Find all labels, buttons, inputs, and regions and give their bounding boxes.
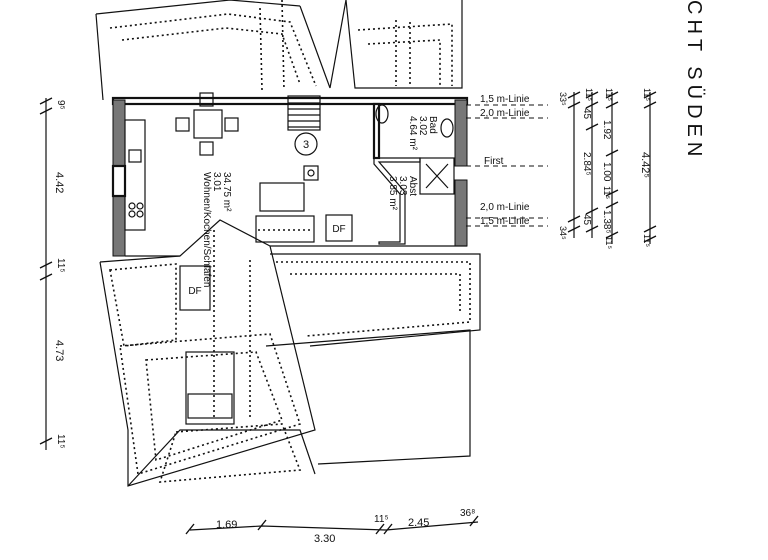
dim-rc-6: 11⁵	[604, 236, 614, 249]
room-area: 34.75 m²	[221, 172, 232, 212]
dim-rd-2: 4.42⁵	[639, 152, 651, 178]
first-label: First	[484, 156, 504, 167]
skylight-label-2: DF	[188, 286, 201, 297]
roof-bottom: DF	[99, 219, 481, 487]
svg-text:34.75 m²: 34.75 m²	[221, 172, 232, 212]
svg-text:Abst: Abst	[407, 176, 418, 196]
room-living: Wohnen/Kochen/Schlafen 3.01 34.75 m²	[201, 172, 232, 287]
dim-left-1: 9⁵	[55, 100, 66, 110]
room-storage: Abst 3.03 3.85 m²	[387, 176, 418, 211]
line-20-bottom: 2,0 m-Linie	[480, 202, 530, 213]
height-lines: 1,5 m-Linie 2,0 m-Linie First 2,0 m-Lini…	[466, 94, 548, 227]
dim-rb-1: 11⁵	[584, 88, 594, 101]
dim-bottom-4: 2.45	[408, 517, 429, 529]
dims-right-b: 11⁵ 45 2.84⁵ 45	[581, 88, 599, 238]
roof-top	[95, 0, 463, 101]
dim-ra-2: 34⁵	[558, 226, 568, 240]
skylight-label-1: DF	[332, 224, 345, 235]
dim-bottom-3: 11⁵	[374, 514, 389, 525]
dim-rd-1: 11⁵	[642, 88, 652, 101]
dim-left-5: 11⁵	[55, 434, 66, 449]
dim-bottom-5: 36⁸	[460, 508, 475, 519]
dim-rc-3: 1.00	[601, 162, 612, 182]
svg-text:3.03: 3.03	[397, 176, 408, 196]
dim-bottom-2: 3.30	[314, 533, 335, 545]
page-title: CHT SÜDEN	[683, 0, 705, 161]
line-15-top: 1,5 m-Linie	[480, 94, 530, 105]
svg-text:Wohnen/Kochen/Schlafen: Wohnen/Kochen/Schlafen	[201, 172, 212, 287]
dims-right-a: 33⁵ 34⁵	[558, 91, 581, 240]
svg-text:4.64 m²: 4.64 m²	[407, 116, 418, 151]
dim-bottom-1: 1.69	[216, 519, 237, 531]
dim-left-4: 4.73	[53, 340, 65, 361]
dims-right-c: 11⁵ 1.92 1.00 11⁵ 1.38⁵ 11⁵	[601, 88, 619, 249]
room-dim: 3.02	[417, 116, 428, 136]
living-furniture: DF	[255, 165, 353, 243]
dim-left-2: 4.42	[53, 172, 65, 193]
dining-table	[175, 92, 239, 156]
room-name: Abst	[407, 176, 418, 196]
dim-rb-2: 45	[581, 108, 592, 120]
room-name: Bad	[427, 116, 438, 134]
room-bath: Bad 3.02 4.64 m²	[407, 116, 438, 151]
line-20-top: 2,0 m-Linie	[480, 108, 530, 119]
dim-rb-4: 45	[581, 214, 592, 226]
svg-text:Bad: Bad	[427, 116, 438, 134]
interior-walls	[372, 102, 455, 245]
room-area: 4.64 m²	[407, 116, 418, 151]
dim-left-3: 11⁵	[55, 258, 66, 273]
svg-text:3.85 m²: 3.85 m²	[387, 176, 398, 211]
staircase: 3	[287, 95, 321, 156]
kitchen-counter	[124, 119, 146, 231]
outer-walls	[111, 96, 469, 257]
dim-rc-5: 1.38⁵	[601, 210, 612, 234]
room-dim: 3.01	[211, 172, 222, 192]
dim-ra-1: 33⁵	[558, 92, 568, 106]
stair-number: 3	[303, 139, 309, 151]
room-dim: 3.03	[397, 176, 408, 196]
line-15-bottom: 1,5 m-Linie	[480, 216, 530, 227]
room-area: 3.85 m²	[387, 176, 398, 211]
dim-rc-1: 11⁵	[604, 88, 614, 101]
dim-rc-2: 1.92	[601, 120, 612, 140]
room-name: Wohnen/Kochen/Schlafen	[201, 172, 212, 287]
dim-rb-3: 2.84⁵	[581, 152, 592, 176]
svg-text:3.02: 3.02	[417, 116, 428, 136]
dim-rd-3: 11⁵	[642, 234, 652, 247]
svg-text:3.01: 3.01	[211, 172, 222, 192]
dims-bottom: 1.69 3.30 11⁵ 2.45 36⁸	[185, 508, 479, 545]
dim-rc-4: 11⁵	[602, 186, 612, 199]
dims-left: 9⁵ 4.42 11⁵ 4.73 11⁵	[39, 97, 66, 450]
dims-right-d: 11⁵ 4.42⁵ 11⁵	[639, 88, 657, 247]
